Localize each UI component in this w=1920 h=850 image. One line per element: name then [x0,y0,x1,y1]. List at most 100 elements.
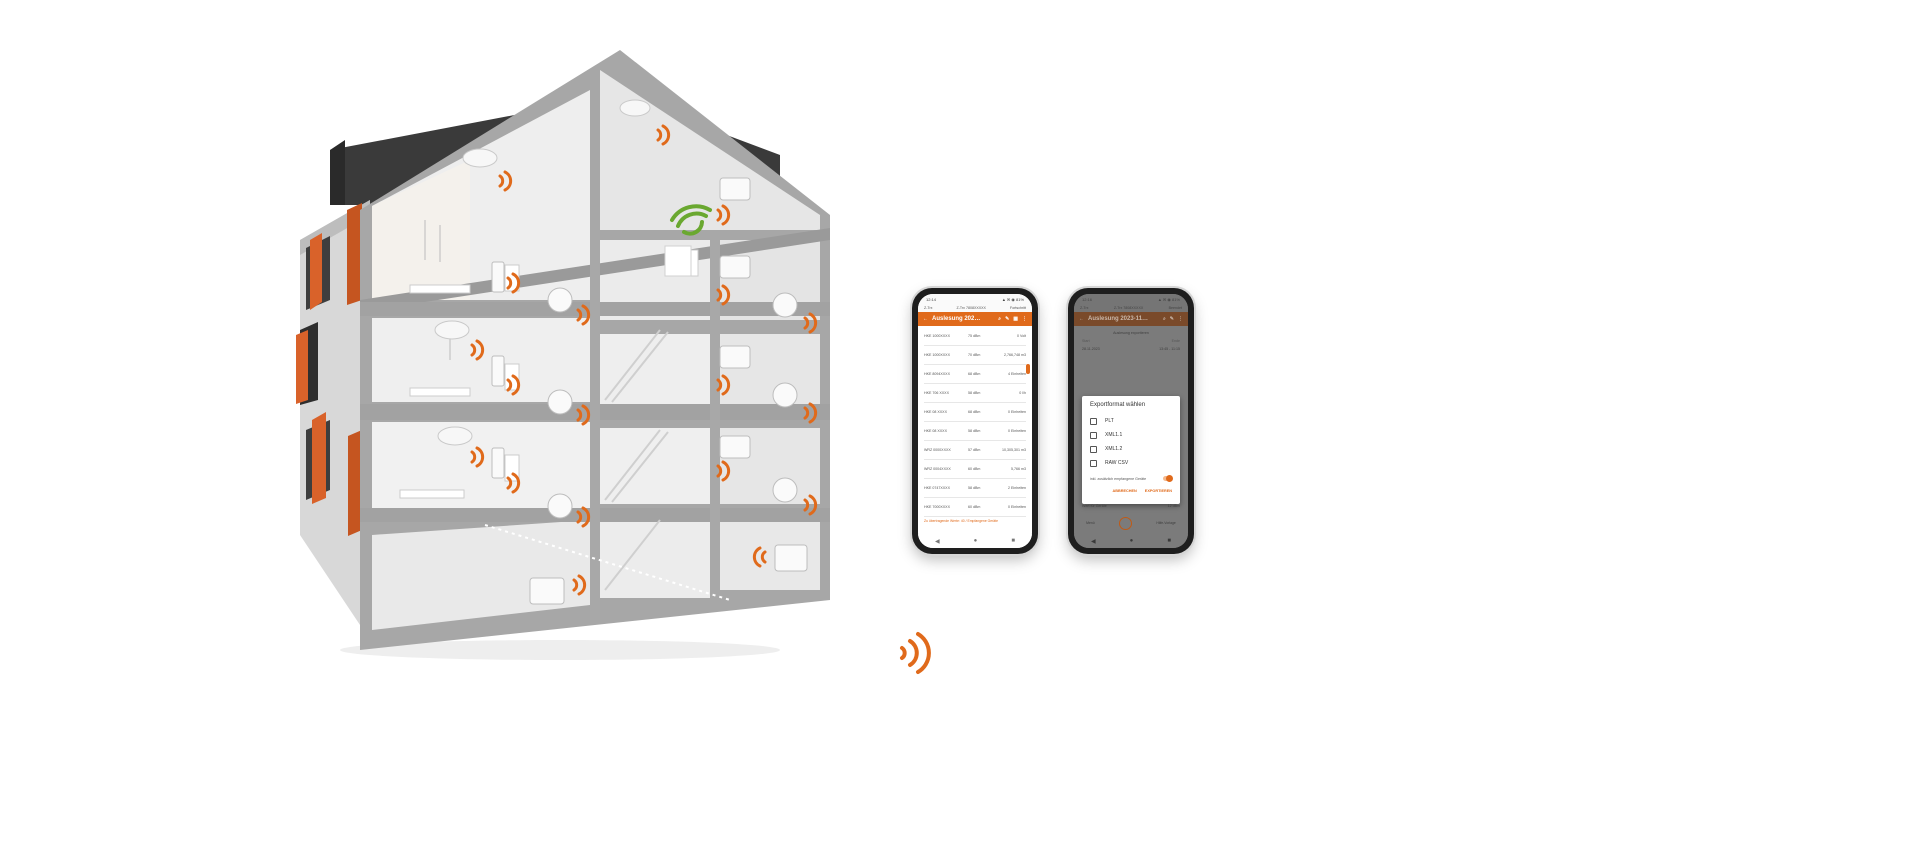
status-bar: 12:16 ▲ ✉ ◉ 81% [1074,294,1188,304]
device-id: HKE 7000XXXX [924,505,950,509]
checkbox[interactable] [1090,445,1097,453]
list-footer-note: Zu übertragende Werte: 40 / Empfangene G… [924,519,999,523]
app-bar: ← Auslesung 2023-11… ⌕ ✎ ⋮ [1074,312,1188,326]
nav-back-icon[interactable]: ◀ [1091,538,1096,545]
date-values: 28.11.2023 13:45 - 11:15 [1074,345,1188,353]
more-icon[interactable]: ⋮ [1178,316,1183,322]
reading-value: 5,766 m3 [1011,467,1026,471]
android-nav-bar: ◀ ● ■ [1074,534,1188,548]
app-bar-title: Auslesung 202… [932,316,981,322]
dialog-title: Exportformat wählen [1090,402,1146,408]
edit-icon[interactable]: ✎ [1169,316,1174,322]
device-subbar: Z-Trx Z-Trx 7808XXXXX Fortschritt [918,304,1032,312]
signal-strength: 75 dBm [968,334,981,338]
footer-left: Wert für Geräte [1082,504,1107,508]
footer-info: Wert für Geräte 12 dBm [1074,502,1188,510]
status-icons: ▲ ✉ ◉ 81% [1001,296,1024,302]
status-time: 12:16 [1082,296,1093,302]
reading-value: 0 Einheiten [1008,410,1026,414]
signal-strength: 70 dBm [968,353,981,357]
app-bar-title: Auslesung 2023-11… [1088,316,1149,322]
time-label: Ende [1171,339,1180,343]
list-item[interactable]: HKE 8094XXXX 68 dBm 4 Einheiten [924,365,1026,384]
search-icon[interactable]: ⌕ [1162,316,1166,322]
device-id: HKE 08 XXXX [924,429,947,433]
list-item[interactable]: HKE 08 XXXX 58 dBm 0 Einheiten [924,422,1026,441]
record-button[interactable] [1119,516,1133,530]
time-value: 13:45 - 11:15 [1159,347,1180,351]
nav-recents-icon[interactable]: ■ [1167,538,1171,544]
export-option-xml12[interactable]: XML1.2 [1090,442,1172,456]
device-id: HKE 0747XXXX [924,486,950,490]
cancel-button[interactable]: ABBRECHEN [1112,489,1137,493]
tab-menu[interactable]: Menü [1086,521,1095,525]
back-arrow-icon[interactable]: ← [923,316,928,322]
status-time: 12:14 [926,296,937,302]
toggle-label: inkl. zusätzlich empfangene Geräte [1090,476,1147,481]
back-arrow-icon[interactable]: ← [1079,316,1084,322]
nav-home-icon[interactable]: ● [1129,538,1134,544]
tab-help[interactable]: Hilfe-Vorlage [1156,521,1176,525]
device-id: WRZ 0004XXXX [924,467,951,471]
signal-strength: 58 dBm [968,391,981,395]
more-icon[interactable]: ⋮ [1022,316,1027,322]
app-bar: ← Auslesung 202… ⌕ ✎ ▦ ⋮ [918,312,1032,326]
signal-strength: 60 dBm [968,505,981,509]
grid-icon[interactable]: ▦ [1013,316,1018,322]
status-bar: 12:14 ▲ ✉ ◉ 81% [918,294,1032,304]
checkbox[interactable] [1090,459,1097,467]
export-option-raw-csv[interactable]: RAW CSV [1090,456,1172,470]
signal-strength: 68 dBm [968,372,981,376]
export-button[interactable]: EXPORTIEREN [1144,489,1172,493]
scroll-indicator[interactable] [1026,364,1030,374]
signal-strength: 60 dBm [968,467,981,471]
reading-value: 0 Einheiten [1008,429,1026,433]
date-value: 28.11.2023 [1082,347,1100,351]
subbar-right: Fortschritt [1010,306,1026,310]
edit-icon[interactable]: ✎ [1005,316,1010,322]
list-item[interactable]: HKE 1000XXXX 70 dBm 2,766,748 m3 [924,346,1026,365]
export-format-dialog: Exportformat wählen PLT XML1.1 XML1.2 RA… [1082,396,1180,504]
subbar-center: Z-Trx 7808XXXXX [956,306,986,310]
device-id: HKE 1000XXXX [924,353,950,357]
signal-strength: 58 dBm [968,486,981,490]
phone-screen: 12:16 ▲ ✉ ◉ 81% Z-Trx Z-Trx 7808XXXXX Be… [1074,294,1188,548]
status-icons: ▲ ✉ ◉ 81% [1157,296,1180,302]
readout-list: HKE 1000XXXX 75 dBm 0 Volt HKE 1000XXXX 70 … [918,326,1032,517]
option-label: PLT [1105,418,1114,424]
device-id: HKE 1000XXXX [924,334,950,338]
subbar-center: Z-Trx 7808XXXXX [1113,306,1144,310]
list-item[interactable]: HKE 1000XXXX 75 dBm 0 Volt [924,327,1026,346]
reading-value: 2,766,748 m3 [1004,353,1026,357]
date-label: Start [1082,339,1090,343]
nav-recents-icon[interactable]: ■ [1011,538,1015,544]
option-label: XML1.1 [1105,432,1123,438]
reading-value: 10,305,301 m3 [1002,448,1026,452]
checkbox[interactable] [1090,417,1097,425]
bottom-tabs: Menü Hilfe-Vorlage [1074,512,1188,534]
list-item[interactable]: WRZ 0004XXXX 60 dBm 5,766 m3 [924,460,1026,479]
search-icon[interactable]: ⌕ [998,316,1002,322]
nav-back-icon[interactable]: ◀ [935,538,940,545]
radio-signal-icon [900,632,931,674]
device-id: HKE 8094XXXX [924,372,950,376]
reading-value: 0 l/h [1019,391,1026,395]
checkbox[interactable] [1090,431,1097,439]
export-option-plt[interactable]: PLT [1090,414,1172,428]
option-label: XML1.2 [1105,446,1123,452]
export-option-xml11[interactable]: XML1.1 [1090,428,1172,442]
subbar-right: Beendet [1168,306,1182,310]
reading-value: 4 Einheiten [1008,372,1026,376]
reading-value: 0 Volt [1017,334,1026,338]
signal-strength: 58 dBm [968,429,981,433]
info-header: Auslesung exportieren [1113,331,1149,335]
nav-home-icon[interactable]: ● [973,538,978,544]
include-extra-devices-toggle[interactable] [1163,475,1173,482]
